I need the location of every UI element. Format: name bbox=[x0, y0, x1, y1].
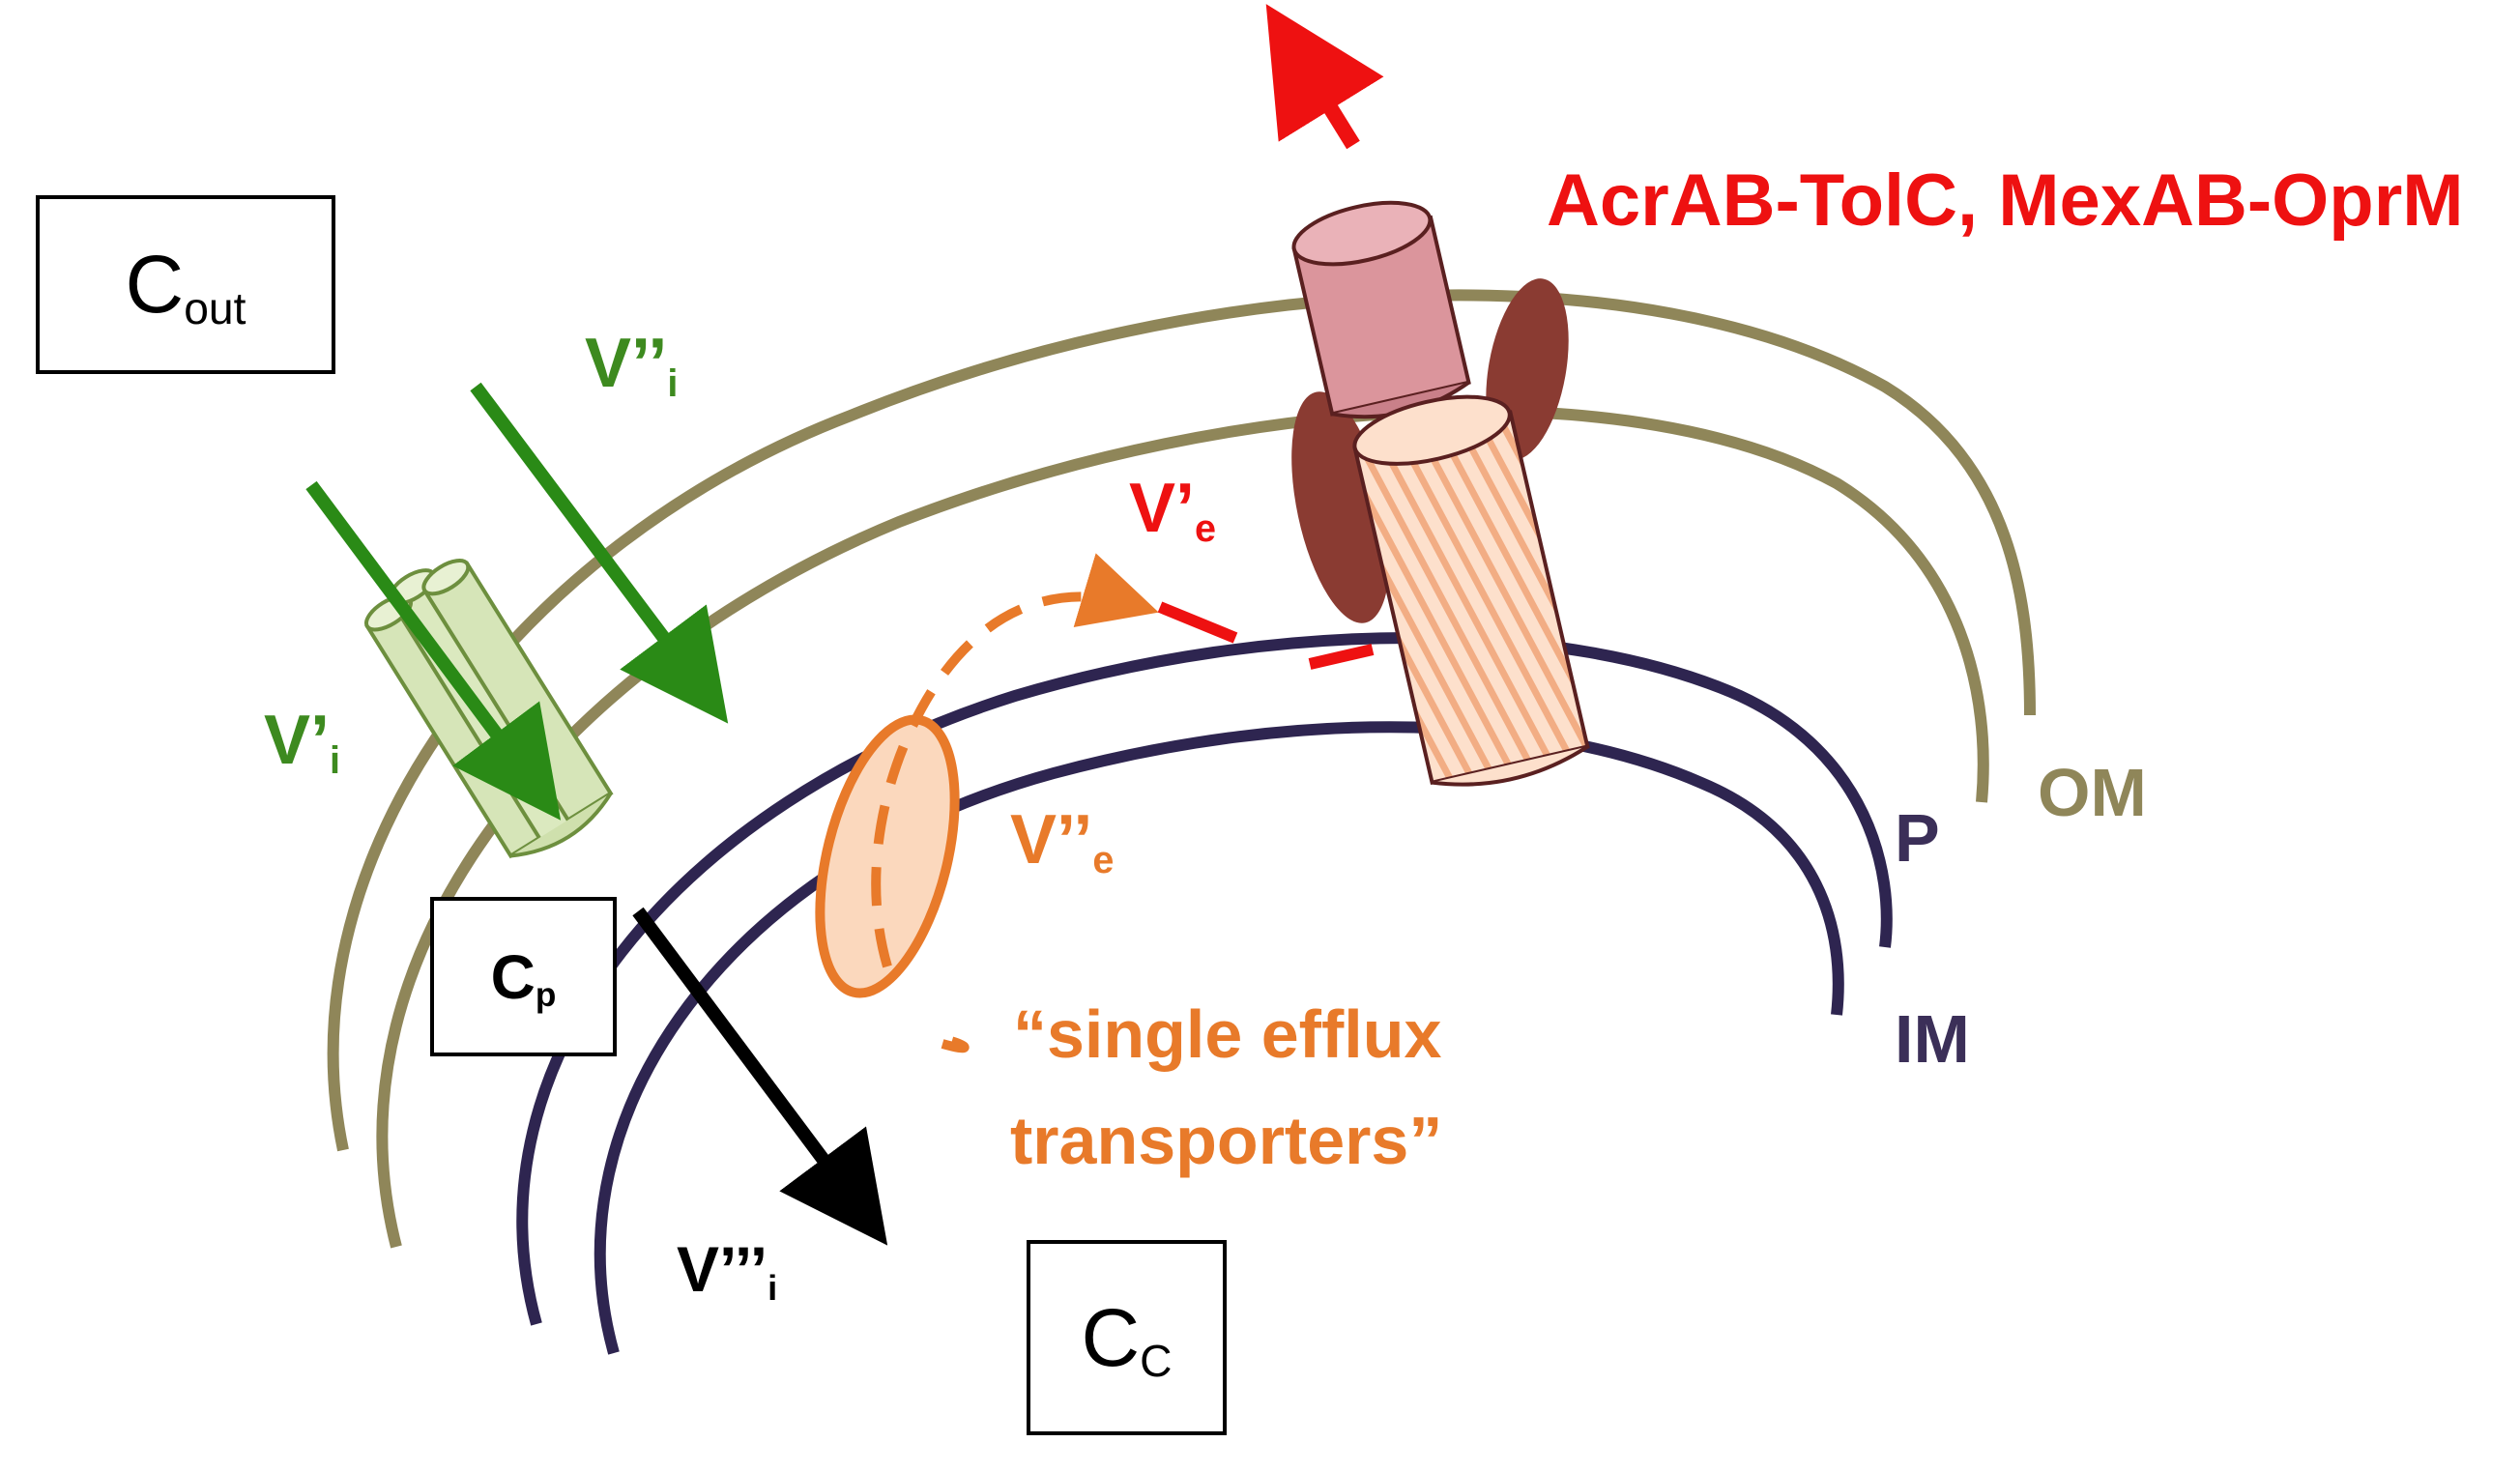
membrane-label-p: P bbox=[1895, 800, 1940, 876]
influx-arrow-cytoplasm bbox=[632, 907, 888, 1246]
inner-membrane-inner-arc bbox=[594, 721, 1844, 1355]
flux-label-v-dprime-e: V’’e bbox=[1010, 801, 1115, 881]
pump-capture-dash-2 bbox=[1308, 644, 1375, 670]
influx-arrow-porin bbox=[305, 480, 562, 821]
single-efflux-transporter-icon bbox=[815, 714, 960, 998]
single-transporter-caption-line2: transporters” bbox=[1010, 1103, 1443, 1178]
compartment-outside-label: Cout bbox=[125, 239, 246, 333]
pump-capture-dash-1 bbox=[1157, 601, 1238, 644]
compartment-periplasm-label: Cp bbox=[490, 941, 557, 1015]
compartment-periplasm-box: Cp bbox=[430, 897, 617, 1056]
single-efflux-path bbox=[941, 1034, 970, 1053]
pump-name-label: AcrAB-TolC, MexAB-OprM bbox=[1547, 159, 2464, 242]
pump-exit-arrow bbox=[1265, 4, 1384, 150]
compartment-cytoplasm-label: CC bbox=[1081, 1291, 1173, 1387]
influx-arrow-diffusion bbox=[470, 382, 729, 724]
outer-membrane-outer-arc bbox=[327, 289, 2036, 1152]
compartment-outside-box: Cout bbox=[36, 195, 335, 374]
outer-membrane-inner-arc bbox=[376, 405, 1989, 1249]
tripartite-pump-icon bbox=[1291, 200, 1590, 787]
flux-label-v-tprime-i: V’’’i bbox=[677, 1233, 778, 1309]
membrane-label-im: IM bbox=[1895, 1001, 1970, 1077]
compartment-cytoplasm-box: CC bbox=[1027, 1240, 1227, 1435]
flux-label-v-dprime-i: V’’i bbox=[585, 325, 679, 405]
flux-label-v-prime-e: V’e bbox=[1129, 470, 1217, 550]
single-transporter-caption-line1: “single efflux bbox=[1013, 996, 1442, 1072]
membrane-label-om: OM bbox=[2038, 755, 2147, 830]
single-efflux-dashed-arrow bbox=[871, 553, 1159, 968]
flux-label-v-prime-i: V’i bbox=[264, 702, 341, 782]
